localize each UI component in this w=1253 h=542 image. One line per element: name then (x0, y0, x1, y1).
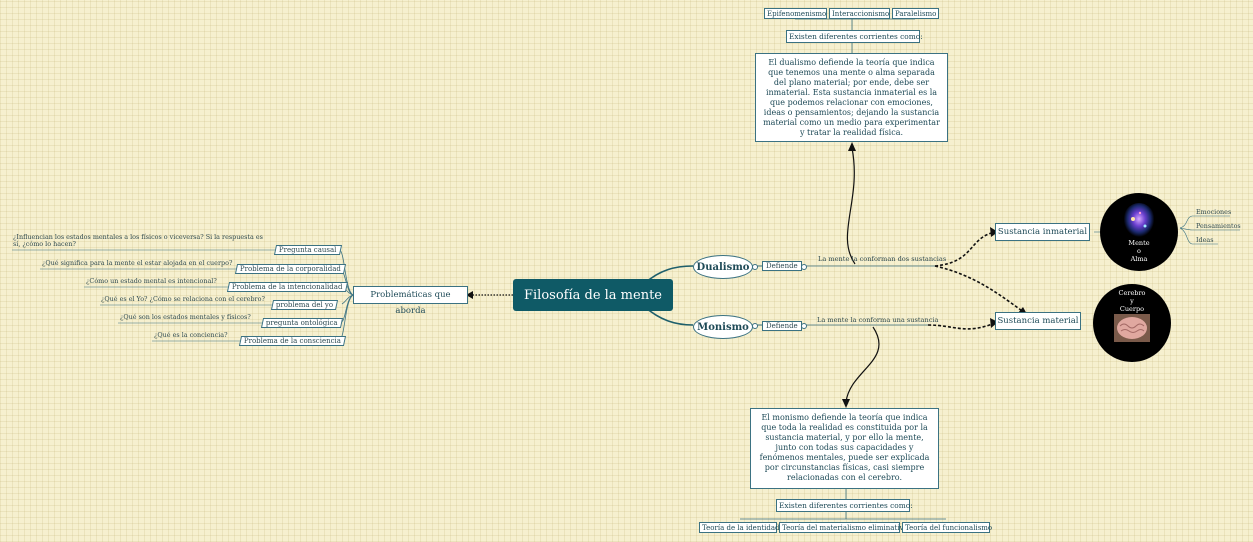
brain-icon (1114, 314, 1150, 342)
problema-corporalidad[interactable]: Problema de la corporalidad (234, 264, 347, 274)
dualismo-node[interactable]: Dualismo (693, 255, 753, 279)
cuerpo-label: Cuerpo (1119, 304, 1145, 313)
monismo-collapse-dot[interactable] (752, 323, 758, 329)
pregunta-yo-text[interactable]: ¿Qué es el Yo? ¿Cómo se relaciona con el… (101, 295, 265, 303)
monismo-defiende-dot[interactable] (801, 323, 807, 329)
monismo-relation[interactable]: La mente la conforma una sustancia (817, 316, 939, 324)
item-ideas[interactable]: Ideas (1196, 236, 1214, 244)
problema-consciencia-label: Problema de la consciencia (243, 337, 341, 345)
mente-label: Mente (1128, 239, 1150, 247)
monismo-description[interactable]: El monismo defiende la teoría que indica… (750, 408, 939, 489)
alma-label: Alma (1130, 254, 1148, 263)
pregunta-consciencia-text[interactable]: ¿Qué es la conciencia? (154, 331, 228, 339)
sustancia-material-node[interactable]: Sustancia material (995, 312, 1081, 330)
cerebro-cuerpo-image[interactable]: Cerebro y Cuerpo (1093, 284, 1171, 362)
central-topic[interactable]: Filosofía de la mente (513, 279, 673, 311)
sustancia-inmaterial-node[interactable]: Sustancia inmaterial (995, 223, 1090, 241)
pregunta-intencionalidad-text[interactable]: ¿Cómo un estado mental es intencional? (86, 277, 217, 285)
monismo-node[interactable]: Monismo (693, 315, 753, 339)
problema-corporalidad-label: Problema de la corporalidad (239, 265, 341, 273)
dualismo-relation[interactable]: La mente la conforman dos sustancias (818, 255, 947, 263)
o-label: o (1137, 246, 1141, 255)
mente-alma-image[interactable]: Mente o Alma (1100, 193, 1178, 271)
dualismo-defiende-dot[interactable] (801, 264, 807, 270)
monismo-corrientes-label[interactable]: Existen diferentes corrientes como: (776, 499, 913, 512)
pregunta-corporalidad-text[interactable]: ¿Qué significa para la mente el estar al… (42, 259, 233, 267)
cosmic-head-icon (1122, 203, 1156, 243)
corriente-epifenomenismo[interactable]: Epifenomenismo (764, 8, 827, 19)
y-label: y (1130, 296, 1134, 305)
problema-intencionalidad-label: Problema de la intencionalidad (231, 283, 343, 291)
dualismo-defiende-label[interactable]: Defiende (762, 261, 802, 271)
problema-del-yo[interactable]: problema del yo (270, 300, 339, 310)
corriente-identidad[interactable]: Teoría de la identidad (699, 522, 780, 533)
problema-consciencia[interactable]: Problema de la consciencia (238, 336, 347, 346)
dualismo-corrientes-label[interactable]: Existen diferentes corrientes como: (786, 30, 923, 43)
monismo-defiende-label[interactable]: Defiende (762, 321, 802, 331)
dualismo-collapse-dot[interactable] (752, 264, 758, 270)
problema-ontologica[interactable]: pregunta ontológica (260, 318, 343, 328)
corriente-interaccionismo[interactable]: Interaccionismo (829, 8, 890, 19)
corriente-paralelismo[interactable]: Paralelismo (892, 8, 939, 19)
problema-pregunta-causal[interactable]: Pregunta causal (273, 245, 342, 255)
problema-pregunta-causal-label: Pregunta causal (278, 246, 337, 254)
cerebro-label: Cerebro (1118, 289, 1146, 297)
problema-del-yo-label: problema del yo (275, 301, 334, 309)
problematicas-node[interactable]: Problemáticas que aborda (353, 286, 468, 316)
item-pensamientos[interactable]: Pensamientos (1196, 222, 1241, 230)
corriente-materialismo-eliminativo[interactable]: Teoría del materialismo eliminativo (779, 522, 908, 533)
dualismo-description[interactable]: El dualismo defiende la teoría que indic… (755, 53, 948, 142)
item-emociones[interactable]: Emociones (1196, 208, 1232, 216)
problema-ontologica-label: pregunta ontológica (265, 319, 338, 327)
corriente-funcionalismo[interactable]: Teoría del funcionalismo (902, 522, 992, 533)
pregunta-causal-text[interactable]: ¿Influencian los estados mentales a los … (13, 233, 263, 249)
problema-intencionalidad[interactable]: Problema de la intencionalidad (226, 282, 348, 292)
pregunta-ontologica-text[interactable]: ¿Qué son los estados mentales y físicos? (120, 313, 251, 321)
